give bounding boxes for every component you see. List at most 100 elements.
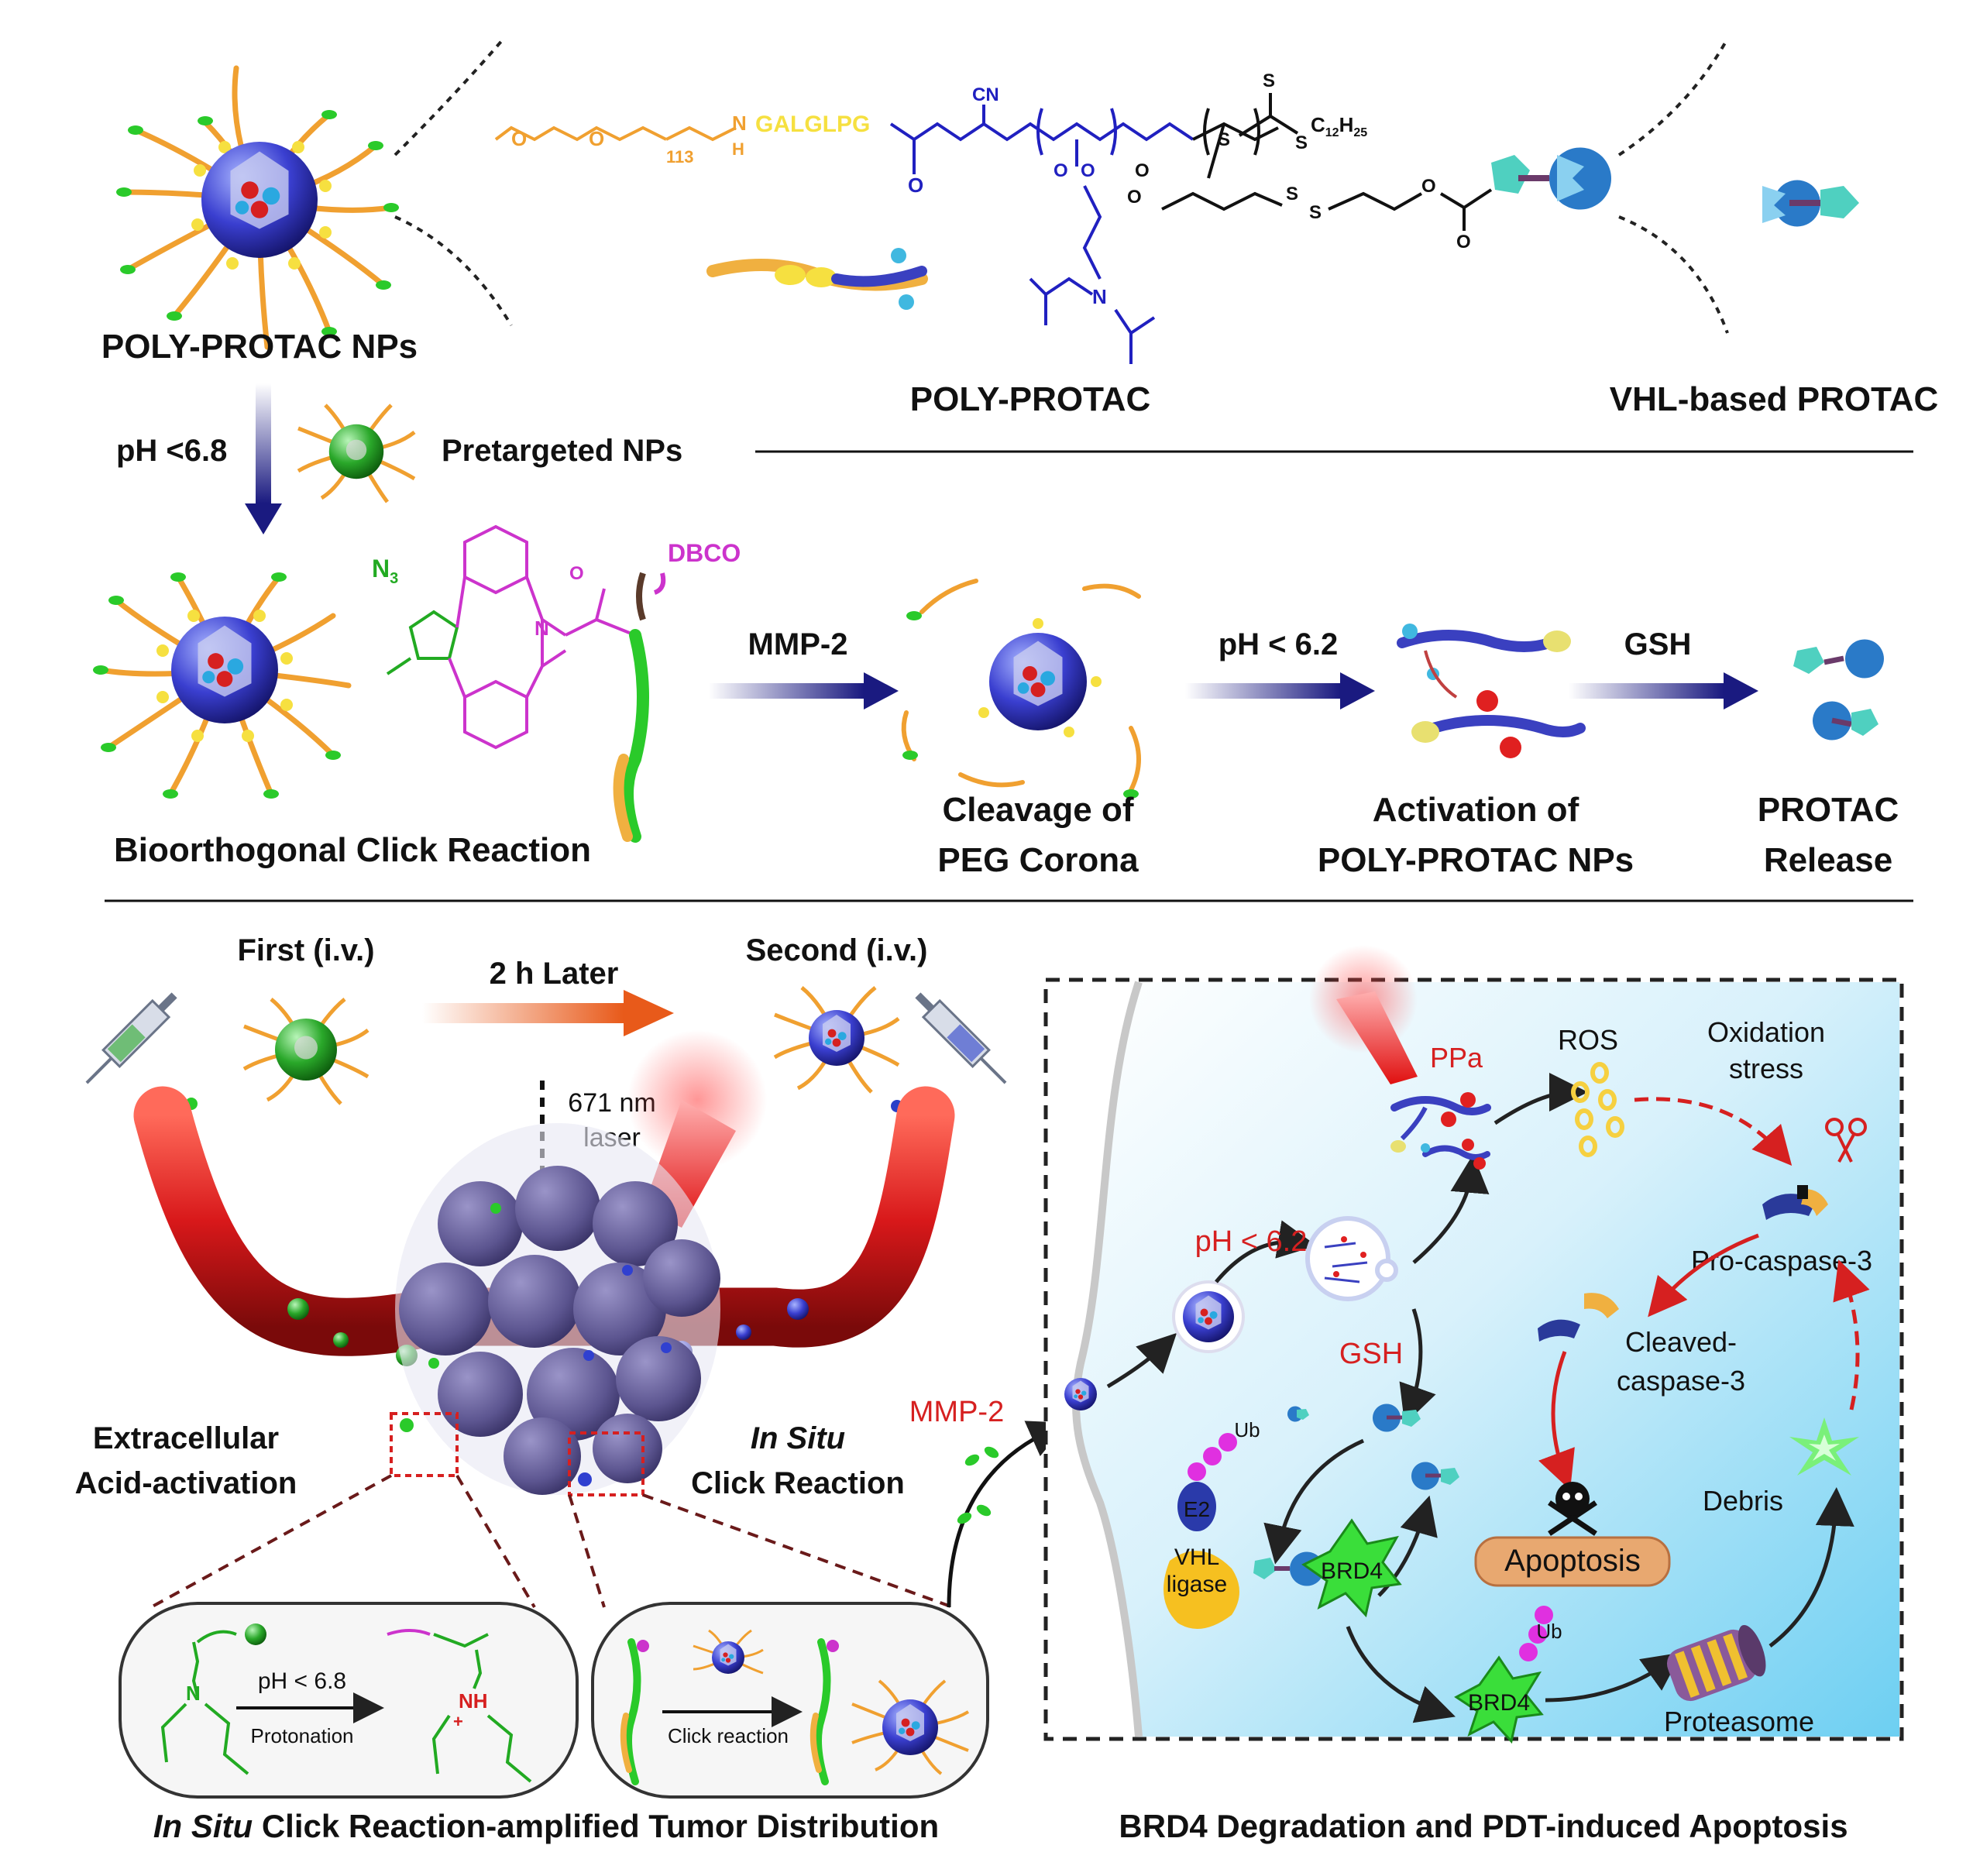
svg-text:N: N [534,617,549,640]
svg-text:O: O [908,174,923,197]
two-h-later-arrow [422,1003,624,1023]
cell-protac-small-icon [1287,1406,1309,1422]
proteasome-label: Proteasome [1664,1706,1814,1737]
e3-complex [1164,1433,1239,1629]
inset1-ph-label: pH < 6.8 [258,1668,346,1694]
svg-text:C12H25: C12H25 [1311,113,1367,139]
skull-crossbones-icon [1548,1482,1597,1536]
ph62-cell-label: pH < 6.2 [1195,1225,1308,1258]
poly-protac-label: POLY-PROTAC [910,380,1151,418]
arrow-mmp2 [709,683,864,699]
ph62-step-label: pH < 6.2 [1219,627,1339,661]
endosome-icon [1305,1216,1398,1301]
brd4-label-2: BRD4 [1468,1690,1530,1716]
brd4-label-1: BRD4 [1321,1558,1383,1584]
protonation-diagram: N pH < 6.8 Protonation NH + [160,1623,532,1783]
second-injection-np-icon [773,986,900,1094]
svg-text:S: S [1309,202,1322,223]
vhl-label-1: VHL [1174,1544,1219,1570]
vhl-protac-label: VHL-based PROTAC [1610,380,1939,418]
activated-polymers [1397,624,1586,758]
svg-text:CN: CN [972,84,999,105]
cleavage-label-2: PEG Corona [937,841,1139,879]
svg-text:O: O [1421,176,1436,197]
poly-protac-np-large [116,65,399,350]
arrow-gsh [1569,683,1724,699]
ub-label-2: Ub [1536,1620,1562,1643]
endosome-np [1172,1280,1245,1353]
svg-text:N3: N3 [372,555,398,587]
svg-text:N: N [1092,285,1107,308]
released-protacs [1793,639,1884,740]
insitu-label-2: Click Reaction [691,1466,905,1500]
scissors-icon [1825,1118,1867,1163]
first-injection-np-icon [242,998,370,1105]
down-arrow-head [245,503,282,534]
svg-text:O: O [1054,160,1068,181]
mmp2-arrow [947,1421,1068,1608]
release-label-2: Release [1764,841,1892,879]
insitu-label-1: In Situ [751,1421,845,1455]
pretargeted-np-icon [297,404,416,503]
brd4-star-icon [1301,1518,1402,1618]
second-iv-label: Second (i.v.) [746,933,928,967]
svg-text:S: S [1218,129,1230,150]
svg-text:O: O [589,127,604,150]
ph-68-label: pH <6.8 [116,434,227,468]
cell-protac-icon [1411,1462,1459,1490]
activation-label-2: POLY-PROTAC NPs [1318,841,1634,879]
cleavage-label-1: Cleavage of [943,791,1134,829]
extracellular-label-1: Extracellular [93,1421,279,1455]
first-iv-label: First (i.v.) [237,933,374,967]
ros-label: ROS [1558,1024,1618,1056]
two-h-later-label: 2 h Later [490,957,619,991]
ros-particles [1571,1062,1624,1157]
dbco-label: DBCO [668,539,741,567]
bottom-right-caption: BRD4 Degradation and PDT-induced Apoptos… [1119,1808,1848,1844]
svg-text:O: O [1127,187,1142,208]
inset2-caption: Click reaction [668,1724,789,1747]
pretargeted-nps-label: Pretargeted NPs [442,434,682,468]
debris-label: Debris [1703,1485,1783,1517]
syringe-icon [915,992,1007,1084]
syringe-icon [85,992,177,1084]
activation-label-1: Activation of [1373,791,1579,829]
protonation-inset [119,1602,579,1799]
svg-text:N: N [186,1682,201,1705]
e2-label: E2 [1184,1497,1210,1521]
cleaved-caspase-icon [1538,1293,1619,1342]
ppa-label: PPa [1430,1042,1483,1074]
cell-np-entry [1064,1378,1097,1410]
zoom-dash-bottom [394,215,513,327]
zoom-dash-top [394,37,505,156]
oxidation-label-2: stress [1729,1053,1803,1084]
extracellular-label-2: Acid-activation [75,1466,297,1500]
procaspase-label: Pro-caspase-3 [1691,1245,1872,1276]
vhl-ligand-icon [1491,155,1530,194]
svg-text:O: O [511,127,527,150]
down-arrow-shaft [256,383,271,503]
click-diagram: Click reaction [620,1629,970,1785]
nanoparticle-core-icon [201,142,318,258]
svg-text:S: S [1286,184,1298,204]
svg-text:O: O [1456,232,1471,253]
arrow-ph62 [1185,683,1340,699]
ternary-protac-icon [1253,1551,1324,1586]
zoom-box-right [568,1431,644,1496]
cell-protac-icon [1373,1404,1421,1432]
procaspase-icon [1762,1185,1828,1220]
svg-text:113: 113 [666,147,694,167]
svg-text:H: H [732,139,744,159]
svg-text:S: S [1263,70,1275,91]
cell-activated-polymer [1421,1139,1490,1170]
bioorthogonal-click-label: Bioorthogonal Click Reaction [114,831,591,869]
mmp2-step-label: MMP-2 [748,627,848,661]
svg-text:O: O [569,563,584,584]
release-label-1: PROTAC [1758,791,1899,829]
svg-text:O: O [1135,160,1150,181]
gsh-step-label: GSH [1624,627,1692,661]
cell-membrane [1072,981,1143,1737]
oxidation-label-1: Oxidation [1707,1016,1825,1048]
ppa-polymer [1390,1092,1491,1153]
cleaved-caspase-label-2: caspase-3 [1617,1365,1745,1397]
